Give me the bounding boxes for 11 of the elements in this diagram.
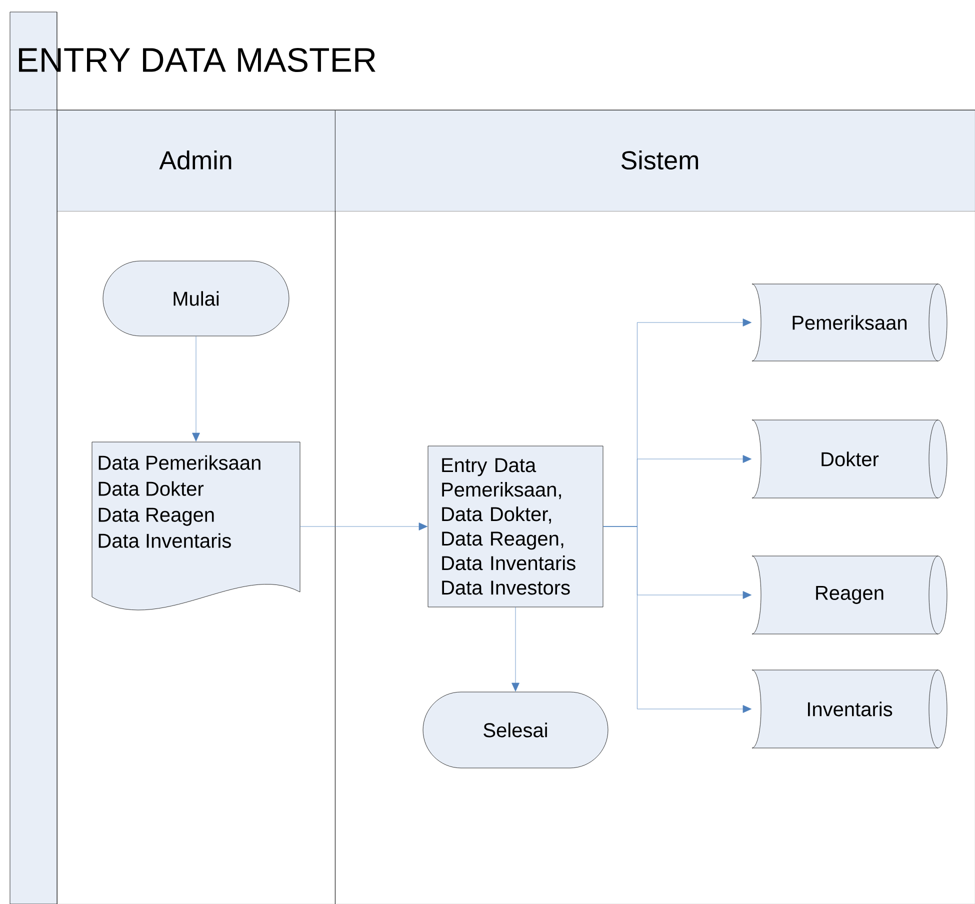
- database-cylinder: Reagen: [752, 556, 948, 634]
- arrow: [512, 607, 520, 692]
- database-cylinder: Dokter: [752, 420, 948, 498]
- database-cylinder: Inventaris: [752, 670, 948, 748]
- process-box: Entry Data Pemeriksaan, Data Dokter, Data Reagen, Data Inventaris Data Investors: [428, 446, 604, 608]
- arrow: [603, 526, 752, 713]
- database-cylinder: Pemeriksaan: [752, 284, 948, 362]
- terminator: Selesai: [422, 692, 608, 768]
- arrow: [300, 522, 428, 530]
- terminator: Mulai: [102, 260, 290, 336]
- arrow: [192, 336, 200, 442]
